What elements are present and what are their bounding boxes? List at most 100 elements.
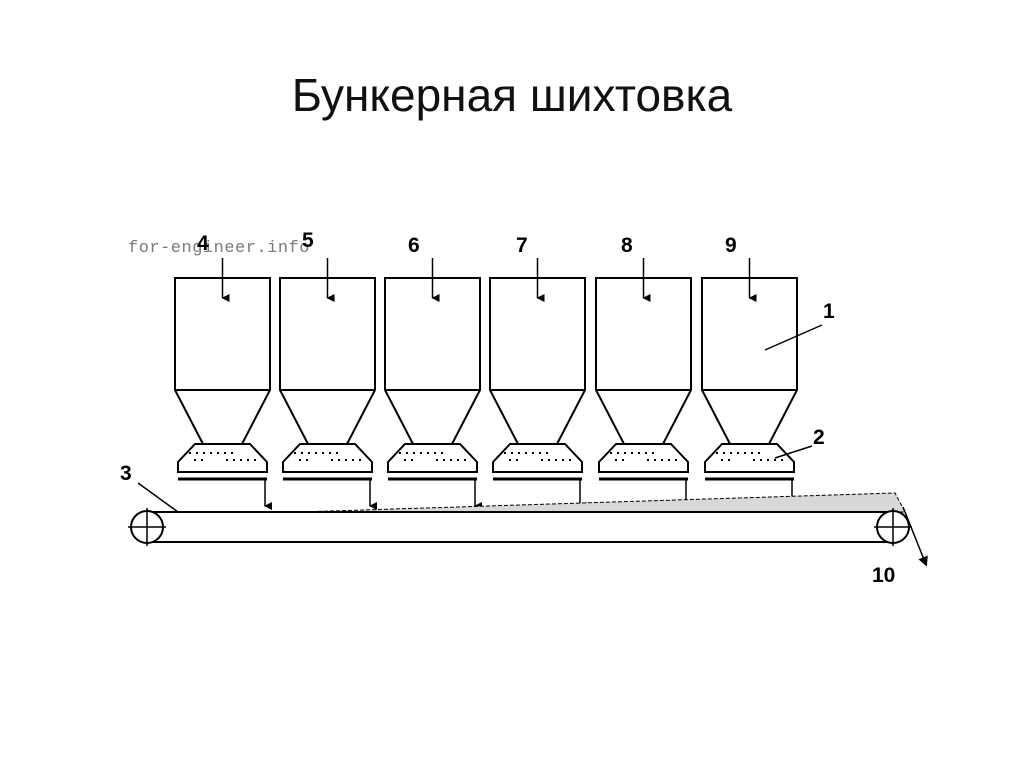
bin-4-material-dot [254, 459, 256, 461]
bin-7-material-dot [539, 452, 541, 454]
discharge-arrow [902, 506, 928, 567]
bin-6-material-dot [436, 459, 438, 461]
bin-8-material-dot [638, 452, 640, 454]
bin-5-material-dot [336, 452, 338, 454]
label-feeder: 2 [813, 426, 825, 449]
label-bin-4: 4 [197, 232, 209, 255]
bin-9-material-dot [728, 459, 730, 461]
bin-5-material-dot [329, 452, 331, 454]
bin-6-material-dot [399, 452, 401, 454]
bin-4-feeder [177, 443, 268, 473]
watermark: for-engineer.info [128, 239, 310, 258]
bin-4-material-dot [201, 459, 203, 461]
bin-8-material-dot [624, 452, 626, 454]
bin-8-material-dot [617, 452, 619, 454]
bin-9-material-dot [721, 459, 723, 461]
leader-line-3 [137, 482, 179, 513]
bin-4-material-dot [240, 459, 242, 461]
bin-7-material-dot [562, 459, 564, 461]
bin-5-material-dot [338, 459, 340, 461]
bin-8-material-dot [661, 459, 663, 461]
bin-8-material-dot [647, 459, 649, 461]
bin-9-material-dot [760, 459, 762, 461]
bin-9-material-dot [758, 452, 760, 454]
bin-4-material-dot [233, 459, 235, 461]
bin-7-feeder [492, 443, 583, 473]
bin-8-material-dot [668, 459, 670, 461]
bin-5-material-dot [306, 459, 308, 461]
hopper-bins [174, 258, 799, 510]
bin-9-material-dot [781, 459, 783, 461]
bin-4-material-dot [247, 459, 249, 461]
bin-9-material-dot [774, 459, 776, 461]
bin-5-material-dot [299, 459, 301, 461]
bin-9-material-dot [730, 452, 732, 454]
bin-9-feeder [704, 443, 795, 473]
bin-7-material-dot [511, 452, 513, 454]
bin-8-feeder [598, 443, 689, 473]
bin-7-material-dot [532, 452, 534, 454]
bin-9-material-dot [767, 459, 769, 461]
bin-5-body [279, 277, 376, 445]
bin-9-material-dot [737, 452, 739, 454]
bin-6-material-dot [406, 452, 408, 454]
bin-6-material-dot [434, 452, 436, 454]
bin-4-material-dot [203, 452, 205, 454]
bin-8-material-dot [622, 459, 624, 461]
bin-7-material-dot [525, 452, 527, 454]
label-bin-6: 6 [408, 234, 420, 257]
bin-7-material-dot [518, 452, 520, 454]
bin-6-material-dot [404, 459, 406, 461]
bin-4-material-dot [217, 452, 219, 454]
bin-5-material-dot [308, 452, 310, 454]
bin-4-material-dot [226, 459, 228, 461]
bin-4-material-dot [210, 452, 212, 454]
bin-7-material-dot [546, 452, 548, 454]
bin-5-material-dot [331, 459, 333, 461]
bin-7-body [489, 277, 586, 445]
bin-9-material-dot [753, 459, 755, 461]
bin-4-material-dot [189, 452, 191, 454]
bin-4-material-dot [196, 452, 198, 454]
bin-5-material-dot [294, 452, 296, 454]
bin-9-material-dot [723, 452, 725, 454]
bin-9-material-dot [751, 452, 753, 454]
bin-8-material-dot [652, 452, 654, 454]
bin-7-material-dot [516, 459, 518, 461]
bin-8-body [595, 277, 692, 445]
label-hopper: 1 [823, 300, 835, 323]
bin-5-material-dot [352, 459, 354, 461]
bin-6-feeder [387, 443, 478, 473]
bin-6-material-dot [427, 452, 429, 454]
bin-8-material-dot [610, 452, 612, 454]
bin-8-material-dot [675, 459, 677, 461]
label-bin-8: 8 [621, 234, 633, 257]
bin-6-material-dot [443, 459, 445, 461]
bin-5-material-dot [315, 452, 317, 454]
bin-8-material-dot [645, 452, 647, 454]
bin-7-material-dot [548, 459, 550, 461]
bin-6-material-dot [411, 459, 413, 461]
label-bin-5: 5 [302, 229, 314, 252]
bin-7-material-dot [541, 459, 543, 461]
bin-9-material-dot [716, 452, 718, 454]
bin-4-material-dot [224, 452, 226, 454]
label-output: 10 [872, 564, 896, 587]
leader-line-1 [764, 324, 823, 351]
bin-9-material-dot [744, 452, 746, 454]
bin-7-material-dot [555, 459, 557, 461]
bin-6-material-dot [441, 452, 443, 454]
bin-7-material-dot [509, 459, 511, 461]
bin-8-material-dot [631, 452, 633, 454]
bin-5-material-dot [301, 452, 303, 454]
bin-7-material-dot [504, 452, 506, 454]
page-title: Бункерная шихтовка [291, 69, 733, 121]
bin-6-material-dot [457, 459, 459, 461]
label-belt: 3 [120, 462, 132, 485]
bin-4-material-dot [194, 459, 196, 461]
bin-9-body [701, 277, 798, 445]
bin-8-material-dot [654, 459, 656, 461]
bin-8-material-dot [615, 459, 617, 461]
material-layer [299, 492, 906, 513]
